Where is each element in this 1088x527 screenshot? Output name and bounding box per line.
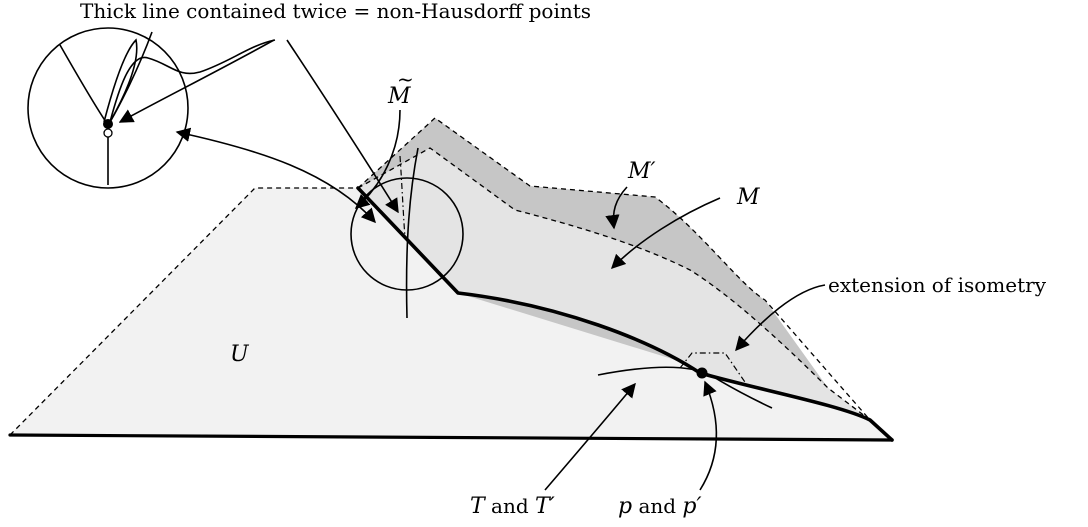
label-m-tilde-accent: ~ <box>397 67 414 91</box>
extension-dashdot <box>679 352 748 386</box>
region-m-prime-boundary <box>357 117 871 421</box>
region-m <box>358 148 870 420</box>
label-p-and-p-prime: p and p′ <box>618 494 702 519</box>
region-u <box>10 188 892 440</box>
caption-non-hausdorff: Thick line contained twice = non-Hausdor… <box>80 0 591 23</box>
caption-arrow-to-inset <box>118 39 275 123</box>
label-m: M <box>736 185 760 210</box>
label-extension-of-isometry: extension of isometry <box>828 273 1047 297</box>
m-arrow <box>610 197 721 270</box>
inset-loop <box>103 38 138 123</box>
label-m-tilde: M <box>387 84 411 109</box>
tangent-curve-t <box>597 366 773 409</box>
label-m-prime: M′ <box>627 159 656 184</box>
inset-circle <box>27 27 189 189</box>
label-t-and-t-prime: T and T′ <box>470 494 555 519</box>
non-hausdorff-point-filled <box>103 119 113 129</box>
inset-wave <box>109 39 276 123</box>
inset-branch-left <box>59 44 107 123</box>
magnified-inset <box>27 27 276 189</box>
extension-arrow <box>735 284 826 352</box>
caption-arrow-to-thick-line <box>286 39 399 214</box>
region-u-bottom-edge <box>8 433 894 442</box>
region-m-boundary <box>357 147 871 421</box>
m-tilde-arrow <box>354 109 401 209</box>
m-prime-arrow <box>605 186 628 230</box>
point-p <box>696 367 708 379</box>
curve-through-zoom-region <box>405 147 419 319</box>
m-tilde-boundary <box>399 155 406 239</box>
label-u: U <box>230 342 250 367</box>
t-arrow <box>544 382 636 491</box>
non-hausdorff-point-hollow <box>103 128 113 138</box>
p-arrow <box>699 380 718 491</box>
